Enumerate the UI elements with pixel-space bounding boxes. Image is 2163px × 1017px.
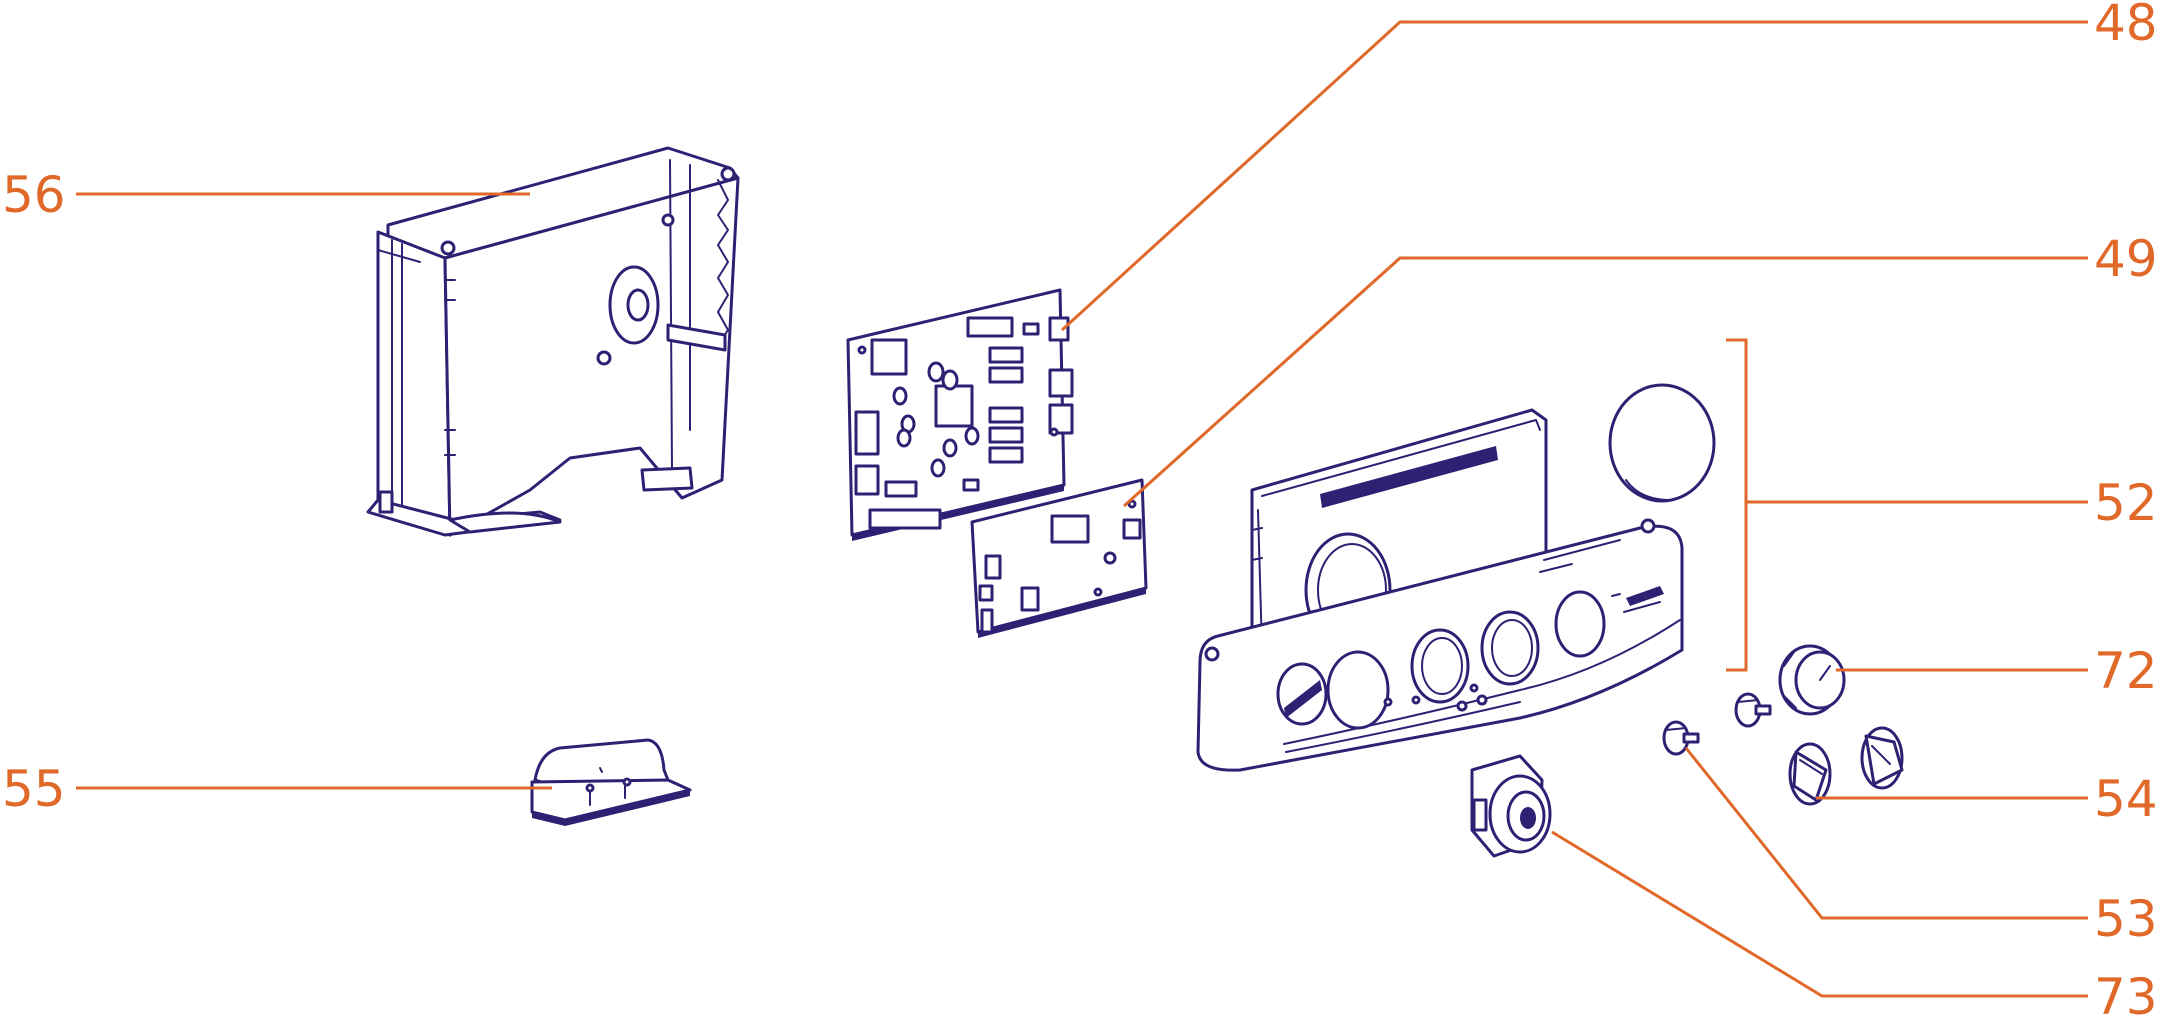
callout-52: 52 <box>2094 474 2158 532</box>
leader-48 <box>1060 20 2088 332</box>
callout-55: 55 <box>2 760 66 818</box>
part-48-main-pcb <box>846 288 1074 541</box>
part-73-switch <box>1470 754 1552 858</box>
part-56-housing <box>366 146 740 537</box>
callout-56: 56 <box>2 166 66 224</box>
leader-73 <box>1551 830 2088 998</box>
part-49-display-pcb <box>970 478 1148 638</box>
callout-48: 48 <box>2094 0 2158 52</box>
callout-53: 53 <box>2094 890 2158 948</box>
leader-53 <box>1684 747 2088 920</box>
part-54-knobs <box>1788 726 1904 806</box>
callout-72: 72 <box>2094 642 2158 700</box>
part-52-front-panel <box>1196 338 1748 772</box>
part-72-knob <box>1778 644 1846 716</box>
callout-49: 49 <box>2094 230 2158 288</box>
leader-lines <box>76 20 2088 998</box>
callout-54: 54 <box>2094 770 2158 828</box>
leader-49 <box>1122 256 2088 508</box>
callout-73: 73 <box>2094 968 2158 1017</box>
part-55-bracket <box>530 738 692 826</box>
part-53-spindles <box>1662 692 1772 756</box>
